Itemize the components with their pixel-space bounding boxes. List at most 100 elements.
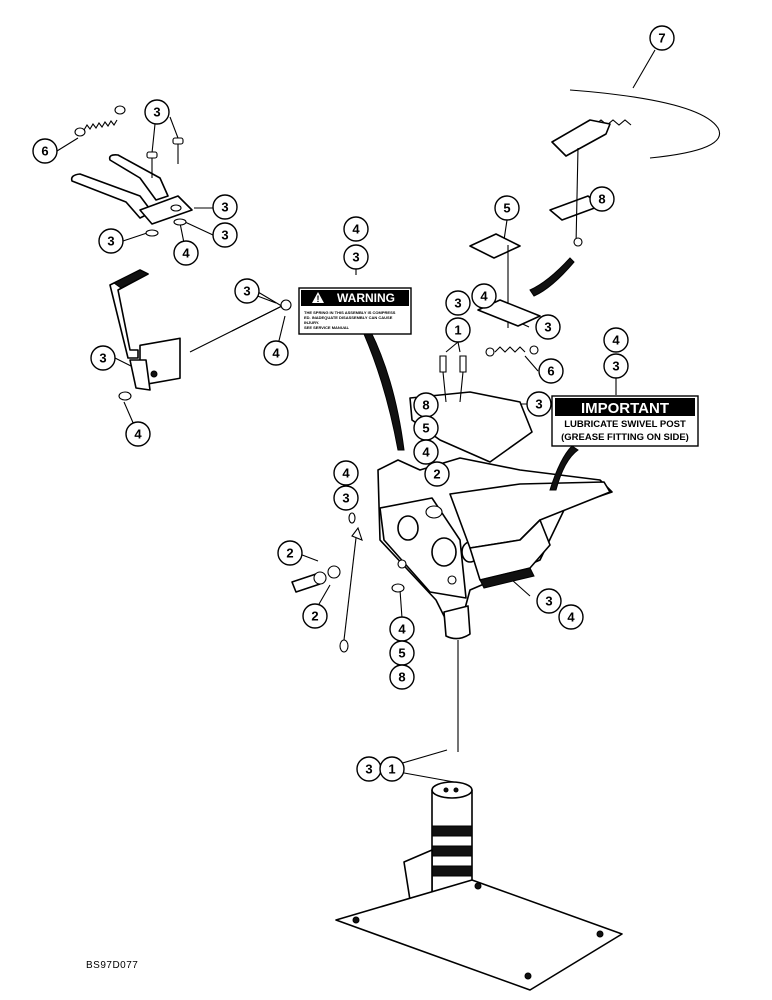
callout-3: 3 [99,351,106,366]
warning-arrow [363,257,579,491]
warning-line-1: THE SPRING IN THIS ASSEMBLY IS COMPRESS [304,310,396,315]
callout-4: 4 [333,460,359,486]
callout-4: 4 [567,610,575,625]
callout-3: 3 [333,485,359,511]
callout-3: 3 [98,228,124,254]
callout-4: 4 [471,283,497,309]
svg-text:5: 5 [422,421,429,436]
callout-4: 4 [389,616,415,642]
warning-line-2: ED. INADEQUATE DISASSEMBLY CAN CAUSE [304,315,393,320]
callout-3: 3 [144,99,170,125]
callout-4: 4 [125,421,151,447]
callout-3: 3 [212,222,238,248]
callouts: 7 3 3 6 3 3 4 4 3 5 8 3 3 4 4 3 4 3 3 4 … [32,25,675,782]
svg-text:4: 4 [398,622,406,637]
svg-text:4: 4 [352,222,360,237]
warning-decal: ! WARNING THE SPRING IN THIS ASSEMBLY IS… [298,287,412,335]
callout-4: 4 [263,340,289,366]
svg-text:4: 4 [272,346,280,361]
callout-8: 8 [413,392,439,418]
important-line-1: LUBRICATE SWIVEL POST [564,419,686,430]
pedestal-housing [377,355,613,752]
svg-text:!: ! [317,294,320,304]
svg-text:3: 3 [221,200,228,215]
figure-code: BS97D077 [86,960,139,971]
callout-3: 3 [545,594,552,609]
svg-text:4: 4 [480,289,488,304]
svg-text:3: 3 [365,762,372,777]
callout-3: 3 [526,391,552,417]
crank-handle-assembly [109,269,292,401]
svg-text:3: 3 [153,105,160,120]
svg-text:2: 2 [311,609,318,624]
callout-4: 4 [173,240,199,266]
svg-text:8: 8 [422,398,429,413]
svg-text:3: 3 [535,397,542,412]
important-line-2: (GREASE FITTING ON SIDE) [561,432,689,443]
callout-2: 2 [433,467,440,482]
svg-text:3: 3 [544,320,551,335]
svg-text:5: 5 [398,646,405,661]
callout-4: 4 [343,216,369,242]
svg-text:2: 2 [286,546,293,561]
linkage-spring [74,105,126,137]
warning-title: WARNING [337,291,395,305]
svg-text:8: 8 [598,192,605,207]
chain-assembly [291,512,405,653]
svg-text:3: 3 [352,250,359,265]
svg-text:4: 4 [612,333,620,348]
callout-4: 4 [413,439,439,465]
warning-line-4: SEE SERVICE MANUAL [304,325,350,330]
svg-text:4: 4 [422,445,430,460]
callout-2: 2 [302,603,328,629]
callout-8: 8 [389,664,415,690]
svg-text:1: 1 [388,762,395,777]
callout-7: 7 [649,25,675,51]
callout-3: 3 [445,290,471,316]
callout-4: 4 [603,327,629,353]
svg-text:8: 8 [398,670,405,685]
callout-3: 3 [90,345,116,371]
callout-3: 3 [212,194,238,220]
svg-text:3: 3 [99,351,106,366]
callout-6: 6 [32,138,58,164]
control-cable [549,89,721,247]
swivel-post [335,781,623,991]
pedal-linkage-assembly [70,105,193,237]
svg-text:1: 1 [454,323,461,338]
callout-3: 3 [343,244,369,270]
callout-5: 5 [494,195,520,221]
callout-8: 8 [589,186,615,212]
callout-3: 3 [234,278,260,304]
callout-3: 3 [535,314,561,340]
callout-4: 4 [558,604,584,630]
svg-text:3: 3 [243,284,250,299]
callout-5: 5 [413,415,439,441]
svg-text:5: 5 [503,201,510,216]
svg-text:2: 2 [433,467,440,482]
callout-1: 1 [379,756,405,782]
svg-text:3: 3 [612,359,619,374]
callout-1: 1 [445,317,471,343]
svg-text:4: 4 [134,427,142,442]
svg-text:3: 3 [107,234,114,249]
svg-text:7: 7 [658,31,665,46]
warning-line-3: INJURY. [304,320,319,325]
callout-6: 6 [538,358,564,384]
callout-2: 2 [424,461,450,487]
important-title: IMPORTANT [581,400,669,417]
svg-text:6: 6 [547,364,554,379]
svg-text:4: 4 [342,466,350,481]
callout-3: 3 [536,588,562,614]
callout-5: 5 [389,640,415,666]
callout-3: 3 [603,353,629,379]
svg-text:3: 3 [545,594,552,609]
svg-text:3: 3 [342,491,349,506]
svg-text:6: 6 [41,144,48,159]
svg-text:4: 4 [182,246,190,261]
callout-3: 3 [356,756,382,782]
svg-text:4: 4 [567,610,575,625]
svg-text:3: 3 [454,296,461,311]
important-decal: IMPORTANT LUBRICATE SWIVEL POST (GREASE … [551,395,699,447]
